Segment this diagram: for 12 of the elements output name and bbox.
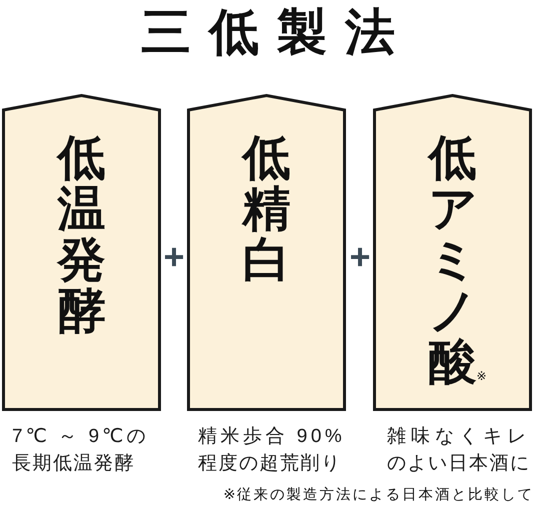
footnote-text: ※従来の製造方法による日本酒と比較して <box>223 486 534 504</box>
caption-text: 7℃ ～ 9℃の長期低温発酵 <box>12 425 150 476</box>
plus-sign: + <box>350 239 371 275</box>
tablet-sign <box>187 94 346 411</box>
title-text: 三低製法 <box>141 3 413 62</box>
vertical-text: 低温発酵 <box>58 133 106 337</box>
vertical-text: 低精白 <box>242 133 290 286</box>
caption-text: 雑味なくキレのよい日本酒に <box>387 425 532 476</box>
caption-text: 精米歩合 90%程度の超荒削り <box>198 425 346 476</box>
plus-sign: + <box>164 239 185 275</box>
tablet-sign <box>2 94 161 411</box>
tablet-sign <box>373 94 532 411</box>
